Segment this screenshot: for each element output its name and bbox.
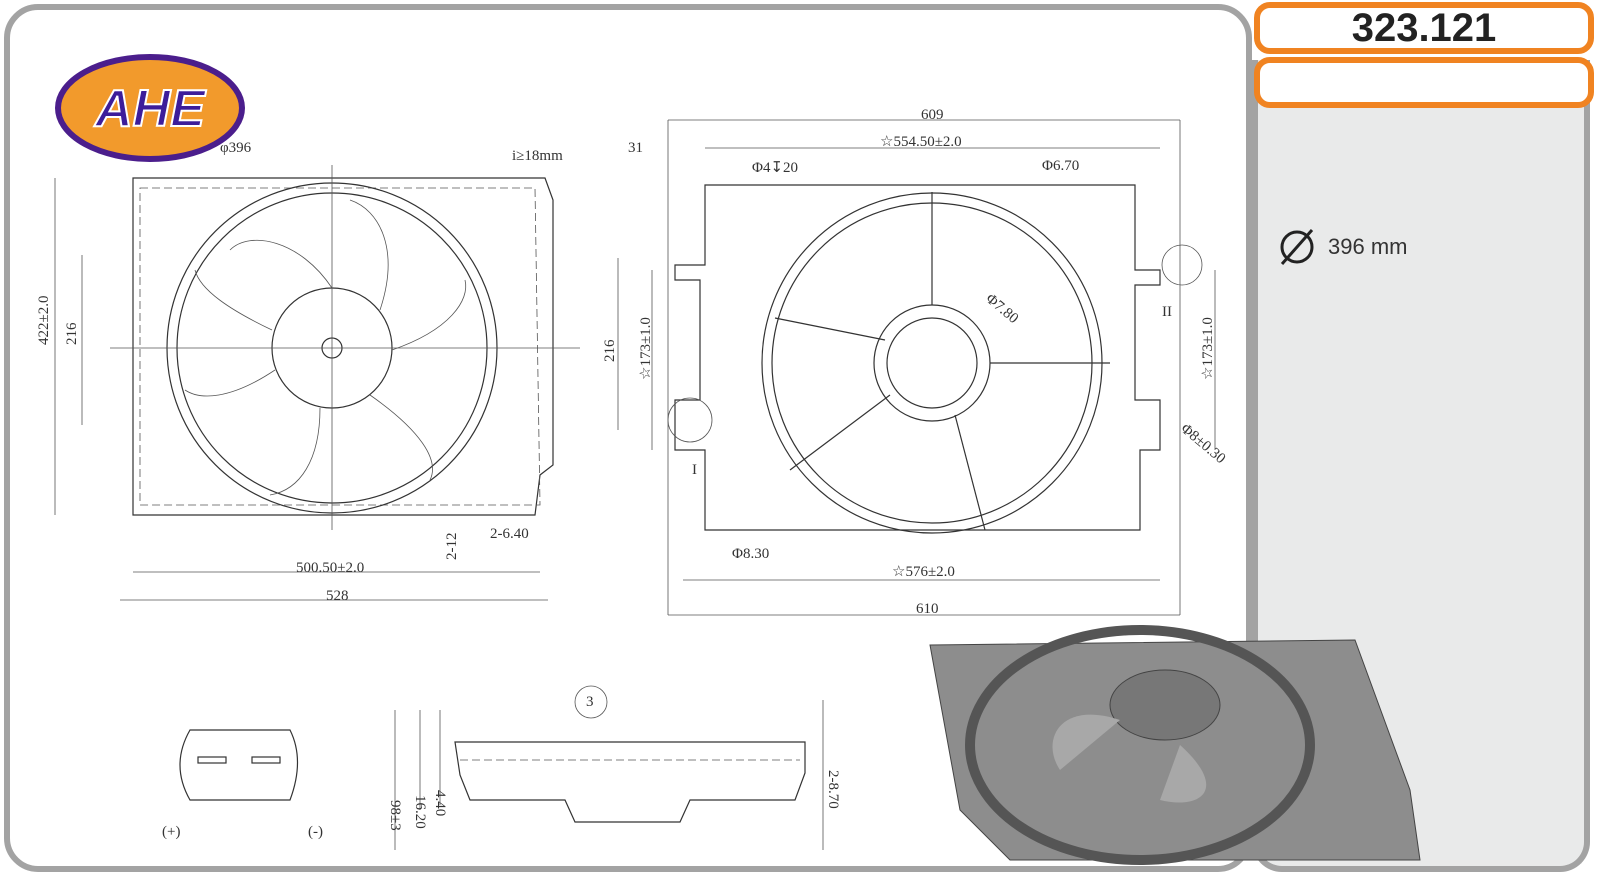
dim-mount-left: ☆173±1.0 [638, 317, 654, 380]
dim-depth: 98±3 [387, 800, 403, 831]
diameter-spec: 396 mm [1278, 228, 1407, 266]
dim-pin: Φ8±0.30 [1177, 421, 1228, 467]
ahe-logo: AHE [55, 54, 245, 162]
front-view: 422±2.0 216 216 φ396 i≥18mm 500.50±2.0 5… [36, 140, 619, 604]
fan-3d-render [929, 625, 1421, 865]
dim-top-width: ☆554.50±2.0 [880, 134, 962, 150]
detail-ii-label: II [1162, 304, 1172, 320]
terminal-minus: (-) [308, 824, 323, 840]
side-view: 3 98±3 16.20 4.40 2-8.70 [387, 685, 841, 850]
dim-bottom-width: ☆576±2.0 [892, 564, 955, 580]
diameter-value: 396 mm [1328, 234, 1408, 259]
rear-view: 609 31 ☆554.50±2.0 Φ4↧20 Φ6.70 ☆173±1.0 … [628, 107, 1228, 617]
dim-clearance: i≥18mm [512, 148, 563, 164]
part-number: 323.121 [1254, 2, 1594, 54]
dim-mount-right: ☆173±1.0 [1200, 317, 1216, 380]
dim-right-mount: 216 [602, 339, 618, 362]
dim-hole-top: Φ4↧20 [752, 160, 798, 176]
diameter-icon [1280, 229, 1314, 265]
terminal-plus: (+) [162, 824, 180, 840]
dim-hole-right: Φ6.70 [1042, 158, 1079, 174]
dim-hole-bottom: Φ8.30 [732, 546, 769, 562]
dim-left-mount: 216 [64, 322, 80, 345]
callout-3: 3 [586, 694, 594, 710]
dim-overall-bottom: 610 [916, 601, 939, 617]
connector-view: (+) (-) [162, 729, 323, 840]
dim-inner-width: 500.50±2.0 [296, 560, 364, 576]
detail-i-label: I [692, 462, 697, 478]
dim-right: 2-8.70 [825, 770, 841, 809]
dim-hole-dia: 2-6.40 [490, 526, 529, 542]
dim-hub-hole: Φ7.80 [982, 291, 1021, 327]
blank-field [1254, 57, 1594, 108]
dim-height: 422±2.0 [36, 296, 52, 345]
dim-diameter: φ396 [220, 140, 252, 156]
dim-d2: 4.40 [432, 790, 448, 816]
dim-offset: 31 [628, 140, 643, 156]
svg-text:AHE: AHE [93, 80, 206, 138]
dim-d1: 16.20 [412, 795, 428, 829]
dim-outer-width: 528 [326, 588, 349, 604]
dim-hole-count: 2-12 [444, 533, 460, 561]
dim-overall-top: 609 [921, 107, 944, 123]
